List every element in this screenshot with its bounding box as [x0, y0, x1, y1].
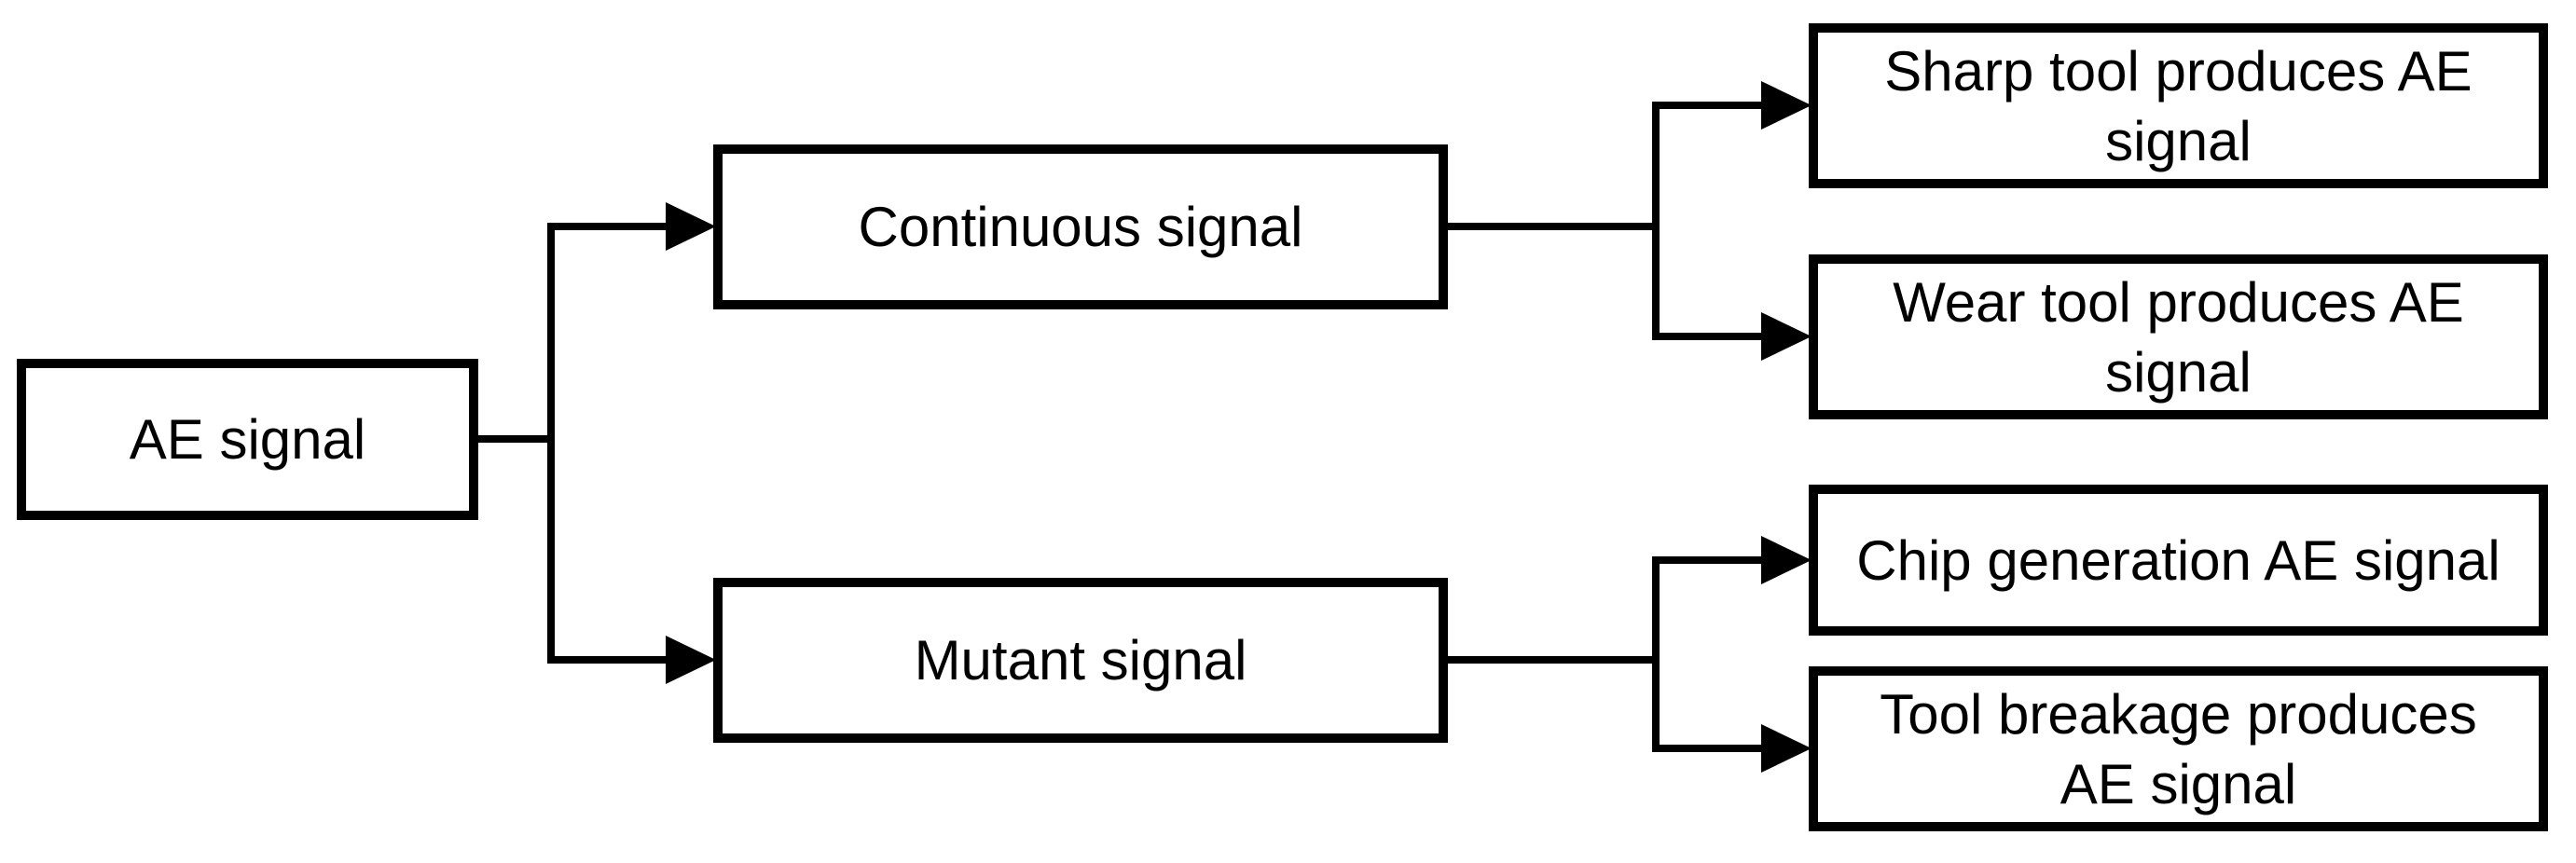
node-sharp-tool-label: Sharp tool produces AE signal [1884, 39, 2473, 172]
edge-mutant-breakage-line [1652, 745, 1766, 752]
node-tool-breakage-label: Tool breakage produces AE signal [1880, 682, 2477, 815]
node-continuous-signal: Continuous signal [713, 144, 1448, 309]
edge-mutant-chip-line [1652, 556, 1766, 564]
node-chip-generation-label: Chip generation AE signal [1856, 528, 2500, 592]
edge-mutant-vertical-line [1652, 556, 1660, 752]
edge-continuous-wear-line [1652, 333, 1766, 340]
node-wear-tool-label: Wear tool produces AE signal [1893, 270, 2464, 404]
node-chip-generation: Chip generation AE signal [1809, 485, 2548, 636]
arrowhead-icon [666, 636, 716, 684]
node-mutant-signal: Mutant signal [713, 578, 1448, 743]
arrowhead-icon [666, 202, 716, 251]
node-mutant-signal-label: Mutant signal [914, 629, 1247, 692]
edge-continuous-stub-line [1448, 223, 1660, 230]
node-wear-tool: Wear tool produces AE signal [1809, 254, 2548, 419]
arrowhead-icon [1761, 312, 1811, 361]
arrowhead-icon [1761, 81, 1811, 130]
edge-continuous-vertical-line [1652, 102, 1660, 340]
arrowhead-icon [1761, 724, 1811, 773]
node-continuous-signal-label: Continuous signal [858, 196, 1303, 258]
node-ae-signal: AE signal [17, 359, 478, 520]
node-sharp-tool: Sharp tool produces AE signal [1809, 23, 2548, 188]
edge-root-vertical-line [547, 223, 555, 664]
node-ae-signal-label: AE signal [129, 408, 366, 471]
edge-root-mutant-line [547, 656, 669, 664]
edge-root-stub-line [478, 435, 555, 443]
edge-root-continuous-line [547, 223, 669, 230]
node-tool-breakage: Tool breakage produces AE signal [1809, 666, 2548, 831]
arrowhead-icon [1761, 536, 1811, 584]
edge-mutant-stub-line [1448, 656, 1660, 664]
edge-continuous-sharp-line [1652, 102, 1766, 109]
